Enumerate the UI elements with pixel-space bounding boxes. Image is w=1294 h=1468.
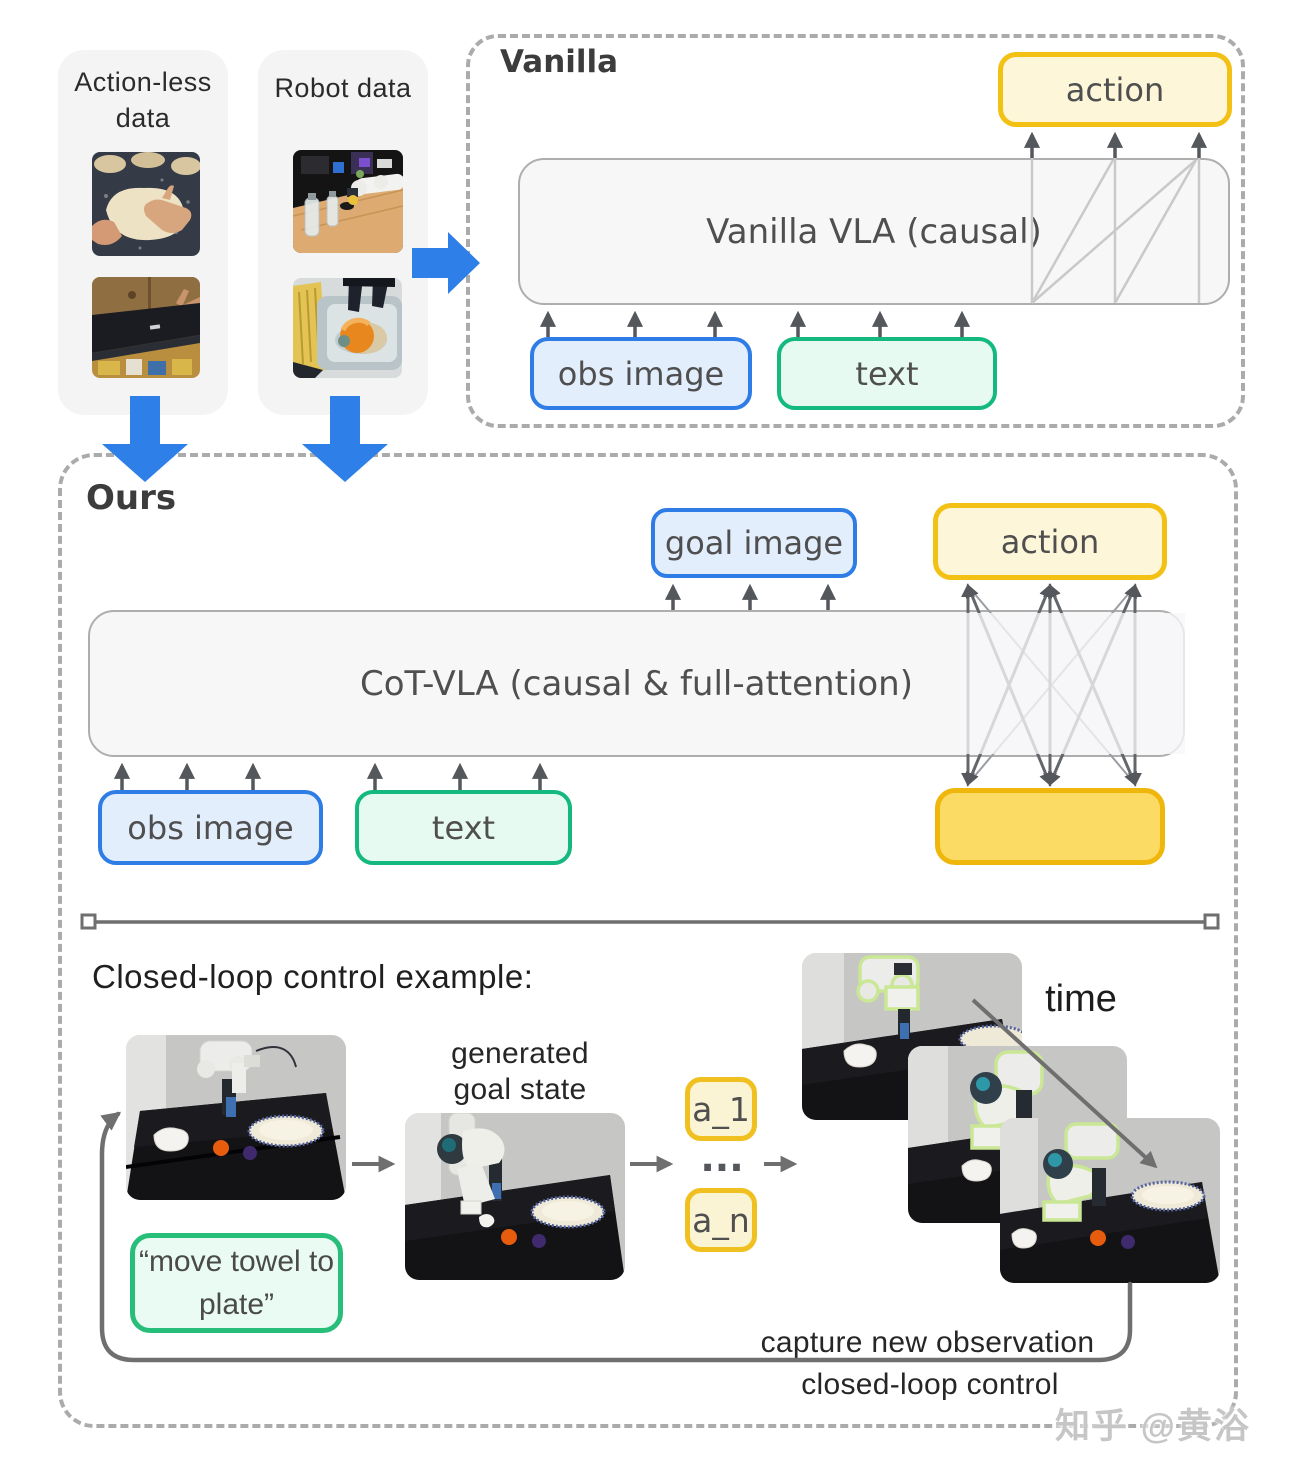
cot-vla-block: CoT-VLA (causal & full-attention) bbox=[88, 610, 1185, 757]
photo-robot-sink bbox=[293, 278, 402, 378]
action-an-label: a_n bbox=[692, 1200, 750, 1240]
panel-robot-title: Robot data bbox=[274, 73, 412, 103]
action-an-box: a_n bbox=[685, 1188, 757, 1252]
instruction-line1: “move towel to bbox=[138, 1244, 335, 1278]
ours-obs-image-box: obs image bbox=[98, 790, 323, 865]
instruction-box: “move towel to plate” bbox=[130, 1233, 343, 1333]
photo-observation bbox=[126, 1035, 346, 1200]
vanilla-section bbox=[466, 34, 1245, 428]
ours-section bbox=[58, 453, 1238, 1428]
ours-action-label: action bbox=[1000, 522, 1100, 561]
generated-goal-caption: generated goal state bbox=[425, 1036, 615, 1108]
photo-kitchen bbox=[92, 277, 200, 378]
watermark: 知乎 @黄浴 bbox=[1055, 1407, 1251, 1446]
capture-observation-label: capture new observation bbox=[760, 1326, 1095, 1359]
panel-actionless-title-line1: Action-less bbox=[74, 67, 212, 97]
action-a1-box: a_1 bbox=[685, 1077, 757, 1141]
ours-text-label: text bbox=[431, 808, 496, 847]
photo-rollout-3 bbox=[1000, 1118, 1220, 1283]
ours-text-box: text bbox=[355, 790, 572, 865]
vanilla-vla-block-label: Vanilla VLA (causal) bbox=[706, 211, 1042, 252]
vanilla-vla-block: Vanilla VLA (causal) bbox=[518, 158, 1230, 305]
cot-vla-block-label: CoT-VLA (causal & full-attention) bbox=[359, 663, 913, 704]
ours-goal-image-label: goal image bbox=[664, 524, 844, 562]
vanilla-section-title: Vanilla bbox=[500, 44, 619, 80]
vanilla-text-label: text bbox=[855, 354, 919, 393]
vanilla-action-label: action bbox=[1065, 70, 1165, 109]
vanilla-action-box: action bbox=[998, 52, 1232, 127]
time-label: time bbox=[1045, 978, 1117, 1020]
photo-robot-desk bbox=[293, 150, 403, 253]
closed-loop-heading: Closed-loop control example: bbox=[92, 958, 534, 995]
vanilla-obs-image-box: obs image bbox=[530, 337, 752, 410]
action-a1-label: a_1 bbox=[692, 1089, 750, 1129]
vanilla-text-box: text bbox=[777, 337, 997, 410]
ours-action-box: action bbox=[933, 503, 1167, 580]
generated-goal-caption-line1: generated bbox=[451, 1037, 589, 1070]
instruction-line2: plate” bbox=[198, 1288, 275, 1321]
ours-obs-image-label: obs image bbox=[127, 808, 294, 847]
ours-hidden-goal-token-box bbox=[935, 788, 1165, 865]
action-ellipsis: ... bbox=[700, 1136, 744, 1180]
photo-hands-dough bbox=[92, 152, 200, 256]
panel-actionless-title-line2: data bbox=[115, 103, 171, 134]
vanilla-obs-image-label: obs image bbox=[557, 354, 725, 393]
generated-goal-caption-line2: goal state bbox=[453, 1073, 587, 1106]
closed-loop-control-label: closed-loop control bbox=[801, 1368, 1059, 1401]
ours-goal-image-box: goal image bbox=[651, 508, 857, 578]
ours-section-title: Ours bbox=[86, 478, 177, 518]
panel-actionless-title: Action-less data bbox=[58, 64, 228, 137]
photo-generated-goal bbox=[405, 1113, 625, 1280]
